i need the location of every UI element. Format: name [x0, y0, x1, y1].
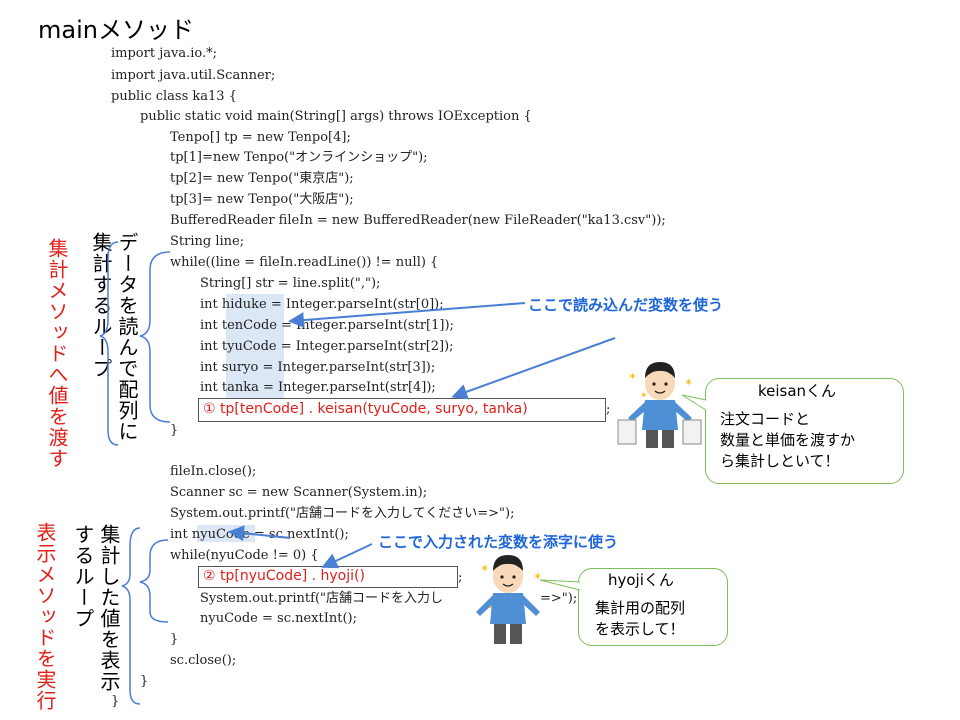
- code-line: int tyuCode = Integer.parseInt(str[2]);: [200, 339, 454, 354]
- code-line: }: [170, 632, 179, 647]
- code-line: while((line = fileIn.readLine()) != null…: [170, 255, 439, 270]
- code-line: Tenpo[] tp = new Tenpo[4];: [170, 130, 351, 145]
- code-line: }: [111, 694, 120, 709]
- code-line: tp[1]=new Tenpo("オンラインショップ");: [170, 150, 428, 165]
- code-line: String[] str = line.split(",");: [200, 276, 381, 291]
- svg-text:✶: ✶: [684, 376, 693, 389]
- code-line: int suryo = Integer.parseInt(str[3]);: [200, 360, 436, 375]
- code-line: import java.io.*;: [111, 46, 217, 61]
- code-line: =>");: [540, 591, 578, 606]
- code-line: fileIn.close();: [170, 464, 257, 479]
- code-line: sc.close();: [170, 653, 237, 668]
- keisan-bubble-title: keisanくん: [758, 382, 837, 400]
- svg-text:✶: ✶: [533, 570, 542, 583]
- code-line: while(nyuCode != 0) {: [170, 548, 319, 563]
- keisan-call-text: ① tp[tenCode] . keisan(tyuCode, suryo, t…: [203, 401, 528, 417]
- code-line: ;: [606, 402, 611, 417]
- code-line: ;: [458, 570, 463, 585]
- code-line: Scanner sc = new Scanner(System.in);: [170, 485, 428, 500]
- page-title: mainメソッド: [38, 16, 194, 44]
- bracket-loop1-left: [99, 241, 119, 446]
- code-line: System.out.printf("店舗コードを入力してください=>");: [170, 506, 515, 521]
- bracket-loop2-right: [139, 539, 169, 623]
- arrow-to-call2: [321, 543, 373, 569]
- hyoji-bubble-text: 集計用の配列 を表示して！: [595, 599, 686, 638]
- code-line: System.out.printf("店舗コードを入力し: [200, 591, 444, 606]
- bracket-loop2-left: [121, 527, 141, 705]
- code-line: BufferedReader fileIn = new BufferedRead…: [170, 213, 666, 228]
- variable-highlight: [226, 294, 284, 398]
- hyoji-character-icon: ✶ ✶ ✶ ✶: [476, 555, 542, 644]
- code-line: String line;: [170, 234, 245, 249]
- keisan-character-icon: ✶ ✶ ✶: [617, 362, 702, 448]
- method2-label: 表示メソッドを実行: [33, 522, 57, 711]
- code-line: int tenCode = Integer.parseInt(str[1]);: [200, 318, 454, 333]
- code-line: tp[2]= new Tenpo("東京店");: [170, 171, 354, 186]
- keisan-speech-bubble: [705, 378, 904, 484]
- keisan-call-box: [198, 398, 606, 422]
- code-line: int tanka = Integer.parseInt(str[4]);: [200, 380, 436, 395]
- hyoji-bubble-title: hyojiくん: [608, 571, 674, 589]
- arrow-to-vars: [288, 302, 526, 329]
- loop2-label: 集計した値を表示するループ: [71, 524, 121, 692]
- svg-text:✶: ✶: [628, 370, 637, 383]
- keisan-bubble-text: 注文コードと 数量と単価を渡すか ら集計しといて！: [720, 410, 856, 470]
- hyoji-call-text: ② tp[nyuCode] . hyoji(): [203, 568, 365, 584]
- code-line: nyuCode = sc.nextInt();: [200, 611, 357, 626]
- svg-text:✶: ✶: [640, 391, 648, 401]
- arrow-to-nyucode: [228, 525, 291, 542]
- blue-note-input-index: ここで入力された変数を添字に使う: [378, 533, 619, 551]
- hyoji-speech-bubble: [578, 568, 728, 646]
- code-line: public class ka13 {: [111, 89, 237, 104]
- code-line: int hiduke = Integer.parseInt(str[0]);: [200, 297, 444, 312]
- code-line: public static void main(String[] args) t…: [140, 109, 532, 124]
- code-line: tp[3]= new Tenpo("大阪店");: [170, 192, 354, 207]
- code-line: }: [170, 423, 179, 438]
- loop1-label: データを読んで配列に集計するループ: [89, 232, 139, 442]
- method1-label: 集計メソッドへ値を渡す: [45, 238, 69, 469]
- svg-text:✶: ✶: [480, 562, 489, 575]
- bracket-loop1-right: [139, 251, 171, 423]
- blue-note-read-vars: ここで読み込んだ変数を使う: [528, 296, 724, 314]
- code-line: import java.util.Scanner;: [111, 68, 276, 83]
- arrow-to-call1: [451, 337, 616, 400]
- code-line: }: [140, 674, 149, 689]
